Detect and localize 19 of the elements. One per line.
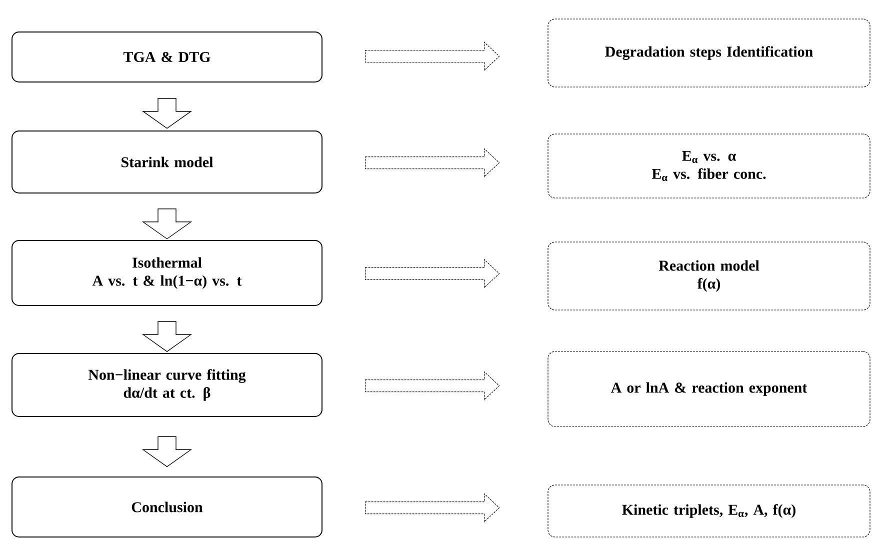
block-arrow <box>142 321 192 352</box>
result-box: E$_{α}$ vs. α E$_{α}$ vs. fiber conc. <box>548 134 870 198</box>
result-box: Kinetic triplets, E$_{α}$, A, f(α) <box>548 484 870 538</box>
process-box: TGA & DTG <box>12 32 322 82</box>
block-arrow <box>142 98 192 129</box>
block-arrow <box>142 208 192 240</box>
process-box: Starink model <box>12 130 322 194</box>
result-box: A or lnA & reaction exponent <box>548 351 870 427</box>
block-arrow <box>365 258 500 288</box>
result-box: Reaction model f(α) <box>548 242 870 310</box>
block-arrow <box>365 493 500 522</box>
block-arrow <box>365 371 500 400</box>
block-arrow <box>142 436 192 468</box>
result-box: Degradation steps Identification <box>548 18 870 88</box>
process-box: Non−linear curve fitting dα/dt at ct. β <box>12 353 322 417</box>
process-box: Conclusion <box>12 476 322 538</box>
block-arrow <box>365 42 500 71</box>
block-arrow <box>365 148 500 178</box>
process-box: Isothermal A vs. t & ln(1−α) vs. t <box>12 240 322 306</box>
